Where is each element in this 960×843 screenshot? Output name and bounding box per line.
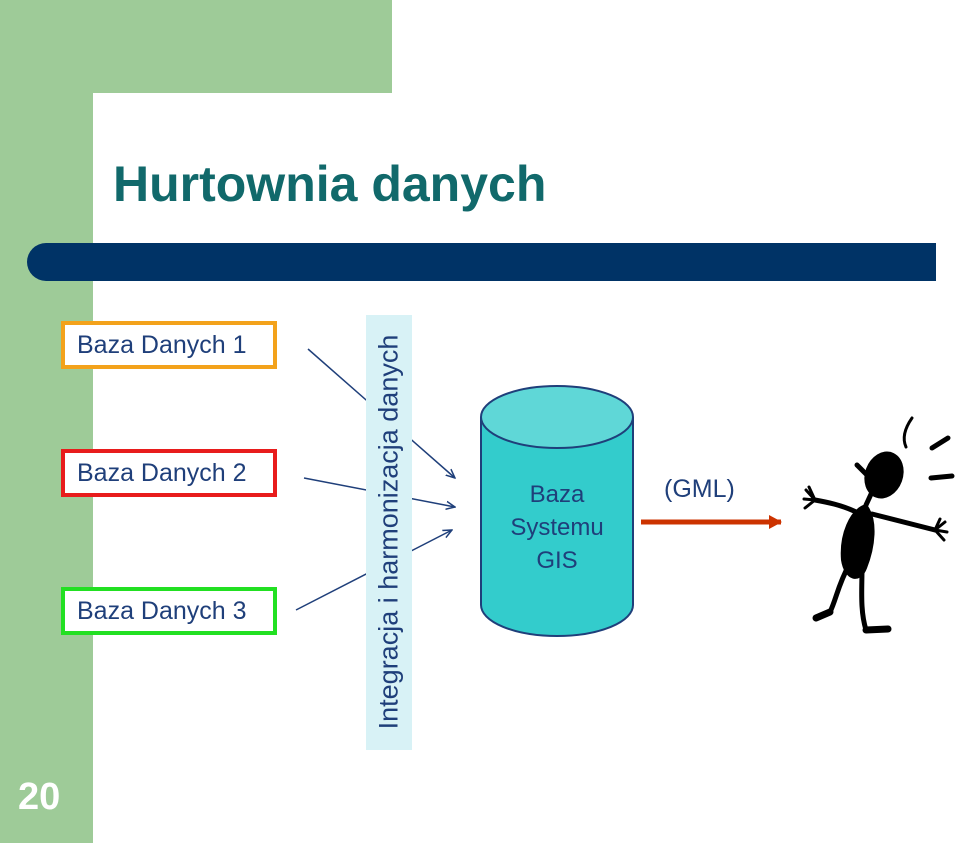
source-database-3: Baza Danych 3 [61,587,277,635]
left-green-band [0,0,93,843]
content-corner [93,93,193,193]
slide-title: Hurtownia danych [113,156,547,212]
person-figure-icon [802,416,955,634]
integration-band: Integracja i harmonizacja danych [366,315,412,750]
source-database-2: Baza Danych 2 [61,449,277,497]
output-format-label: (GML) [664,475,735,503]
integration-label: Integracja i harmonizacja danych [373,334,404,730]
top-green-band [0,0,392,93]
target-database-label: Baza Systemu GIS [481,478,633,577]
source-database-1: Baza Danych 1 [61,321,277,369]
slide-number: 20 [18,776,61,818]
title-underline-bar [27,243,936,281]
target-line-3: GIS [536,547,578,574]
target-line-2: Systemu [510,514,604,541]
database-cylinder [480,385,634,637]
target-line-1: Baza [529,481,585,508]
